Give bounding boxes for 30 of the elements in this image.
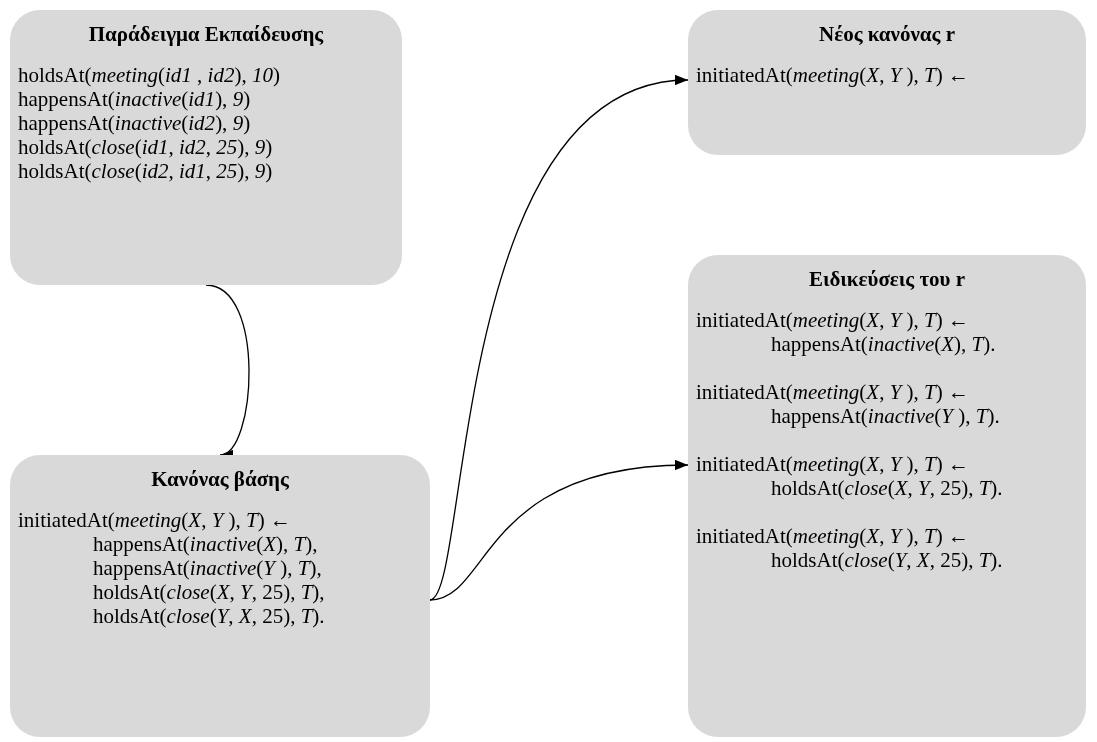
- box-heading: Νέος κανόνας r: [818, 22, 956, 47]
- rounded-box: [688, 255, 1086, 737]
- formula-line: happensAt(inactive(X), T).: [771, 332, 996, 356]
- formula-line: holdsAt(close(id1, id2, 25), 9): [18, 135, 273, 159]
- formula-line: initiatedAt(meeting(X, Y ), T) ←: [696, 308, 969, 332]
- box-heading: Παράδειγμα Εκπαίδευσης: [87, 22, 325, 47]
- formula-line: holdsAt(meeting(id1 , id2), 10): [18, 63, 280, 87]
- formula-line: initiatedAt(meeting(X, Y ), T) ←: [696, 524, 969, 548]
- formula-line: happensAt(inactive(X), T),: [93, 532, 318, 556]
- formula-line: initiatedAt(meeting(X, Y ), T) ←: [696, 380, 969, 404]
- arrow: [205, 284, 250, 456]
- formula-line: holdsAt(close(Y, X, 25), T).: [93, 604, 325, 628]
- formula-line: holdsAt(close(id2, id1, 25), 9): [18, 159, 273, 183]
- box-heading: Κανόνας βάσης: [150, 467, 290, 492]
- formula-line: initiatedAt(meeting(X, Y ), T) ←: [696, 452, 969, 476]
- arrow: [429, 77, 689, 601]
- arrow: [429, 460, 689, 601]
- rounded-box: [10, 455, 430, 737]
- formula-line: happensAt(inactive(Y ), T).: [771, 404, 1000, 428]
- formula-line: initiatedAt(meeting(X, Y ), T) ←: [696, 63, 969, 87]
- formula-line: holdsAt(close(X, Y, 25), T).: [771, 476, 1003, 500]
- rounded-box: [10, 10, 402, 285]
- rounded-box: [688, 10, 1086, 155]
- formula-line: happensAt(inactive(Y ), T),: [93, 556, 322, 580]
- formula-line: initiatedAt(meeting(X, Y ), T) ←: [18, 508, 291, 532]
- formula-line: holdsAt(close(Y, X, 25), T).: [771, 548, 1003, 572]
- box-heading: Ειδικεύσεις του r: [807, 267, 967, 292]
- formula-line: holdsAt(close(X, Y, 25), T),: [93, 580, 325, 604]
- formula-line: happensAt(inactive(id1), 9): [18, 87, 251, 111]
- formula-line: happensAt(inactive(id2), 9): [18, 111, 251, 135]
